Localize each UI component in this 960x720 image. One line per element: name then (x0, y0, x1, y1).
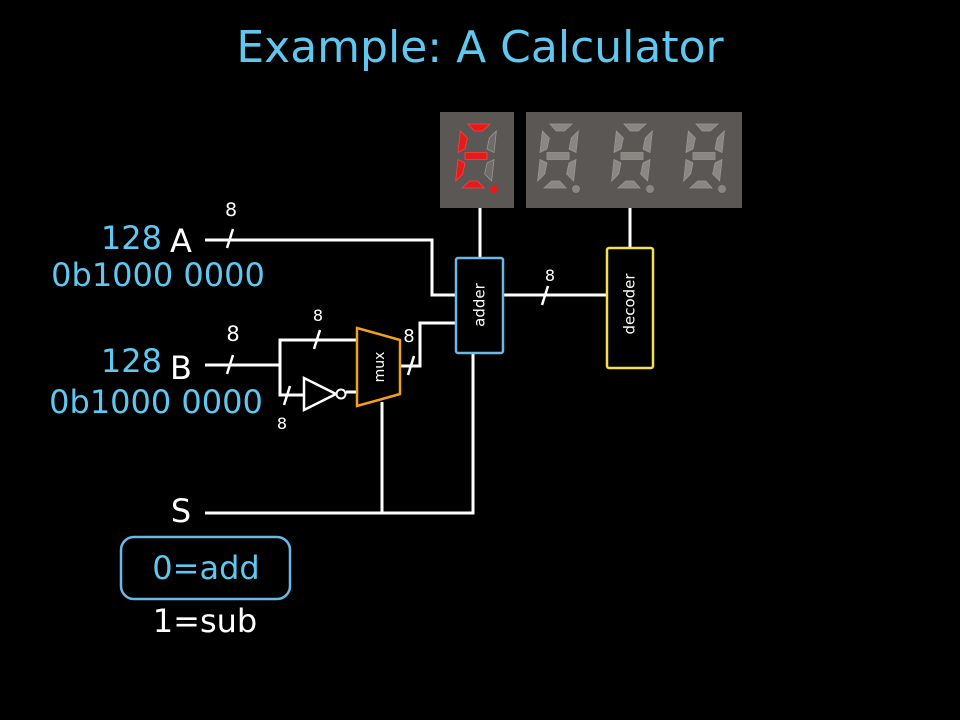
input-a-binary: 0b1000 0000 (51, 256, 265, 294)
input-b-binary: 0b1000 0000 (49, 383, 263, 421)
bus-tick-inverter (282, 385, 292, 406)
inverter-body (302, 375, 339, 413)
display-digits (455, 123, 726, 193)
digit-1-decimal-point (490, 185, 498, 193)
decoder-block: decoder (605, 246, 655, 370)
digit-1-segment-d (460, 180, 485, 189)
digit-3-segment-d (616, 180, 641, 189)
bus-width-inverter: 8 (277, 414, 287, 433)
adder-block: adder (454, 256, 505, 355)
seven-segment-display (440, 112, 742, 208)
bus-width-adder-out: 8 (545, 266, 555, 285)
digit-2-segment-d (542, 180, 567, 189)
bus-width-mux-out: 8 (403, 326, 414, 347)
digit-3-segment-a (623, 123, 648, 132)
digit-2-segment-f (539, 130, 550, 154)
decoder-label: decoder (621, 273, 639, 335)
input-s-label: S (171, 492, 191, 530)
digit-1-segment-g (464, 152, 488, 160)
digit-4-segment-c (712, 158, 723, 182)
input-b-decimal: 128 (101, 342, 162, 380)
mux-label: mux (372, 352, 388, 383)
digit-1-segment-f (457, 130, 468, 154)
digit-1-segment-b (486, 129, 497, 154)
inverter-bubble (335, 388, 347, 400)
bus-width-mux-in: 8 (313, 306, 323, 325)
wires (205, 208, 632, 515)
bus-tick-b (225, 354, 235, 375)
digit-2-segment-a (549, 123, 574, 132)
bus-width-b: 8 (226, 322, 239, 346)
mux-block: mux (355, 326, 402, 408)
mode-selected-box (119, 535, 292, 601)
digit-2-segment-e (537, 158, 548, 183)
bus-width-a: 8 (225, 199, 237, 221)
mux-body (355, 326, 402, 408)
digit-3-segment-e (611, 158, 622, 183)
digit-3-segment-b (642, 129, 653, 154)
inverter-gate (302, 375, 347, 413)
mode-add-label: 0=add (152, 549, 259, 587)
decoder-body (605, 246, 655, 370)
input-a-decimal: 128 (101, 219, 162, 257)
digit-4-segment-g (692, 152, 716, 160)
bus-tick-adder-out (540, 285, 550, 306)
digit-3-segment-c (640, 158, 651, 182)
bus-tick-mux-in (312, 329, 322, 350)
digit-4-segment-b (714, 129, 725, 154)
digit-4-segment-d (688, 180, 713, 189)
adder-body (454, 256, 505, 355)
wire-b-inverter (278, 365, 304, 397)
wire-a (205, 238, 456, 297)
digit-1-segment-e (455, 158, 466, 183)
digit-1-segment-a (467, 123, 492, 132)
digit-4-segment-e (683, 158, 694, 183)
digit-3-decimal-point (646, 185, 654, 193)
bus-tick-a (225, 228, 235, 249)
mode-sub-label: 1=sub (153, 602, 257, 640)
adder-label: adder (471, 282, 489, 326)
digit-2-decimal-point (572, 185, 580, 193)
digit-1-segment-c (484, 158, 495, 182)
bus-tick-mux-out (406, 355, 416, 376)
digit-4-segment-a (695, 123, 720, 132)
digit-3-segment-f (613, 130, 624, 154)
digit-3-segment-g (620, 152, 644, 160)
digit-2-segment-g (546, 152, 570, 160)
page-title: Example: A Calculator (236, 22, 724, 73)
digit-2-segment-b (568, 129, 579, 154)
digit-4-segment-f (685, 130, 696, 154)
wire-b-top (205, 338, 357, 367)
input-b-label: B (170, 349, 192, 387)
input-a-label: A (170, 222, 192, 260)
digit-2-segment-c (566, 158, 577, 182)
digit-4-decimal-point (718, 185, 726, 193)
wire-s (205, 353, 475, 515)
